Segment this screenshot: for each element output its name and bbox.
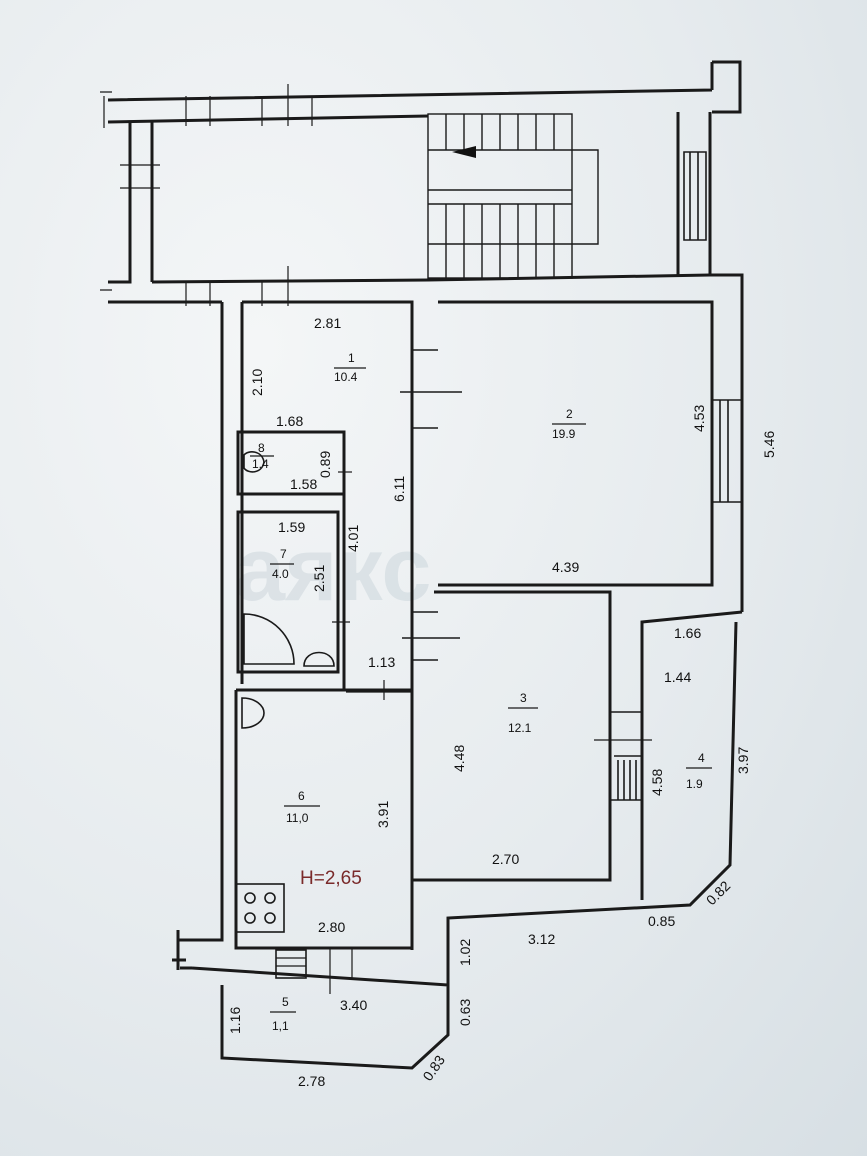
dim-r6-bottom: 2.80 <box>318 919 345 935</box>
dim-corridor-401: 4.01 <box>345 525 361 552</box>
dim-r2-side: 4.53 <box>691 405 707 432</box>
dim-r5-top: 3.40 <box>340 997 367 1013</box>
room-6-area: 11,0 <box>286 811 309 825</box>
dim-r2-bottom: 4.39 <box>552 559 579 575</box>
room-4-number: 4 <box>698 751 705 765</box>
dim-r1-left: 2.10 <box>249 369 265 396</box>
dim-r1-8-width: 1.68 <box>276 413 303 429</box>
dim-r3-side: 4.48 <box>451 745 467 772</box>
stair-flight <box>427 113 599 279</box>
watermark: аякс <box>235 520 431 620</box>
dim-corridor-611: 6.11 <box>391 476 407 502</box>
dim-corridor-113: 1.13 <box>368 654 395 670</box>
dim-r5-bottom: 2.78 <box>298 1073 325 1089</box>
dim-r4-top: 1.66 <box>674 625 701 641</box>
room-7-bath <box>236 510 350 674</box>
openings <box>346 349 743 801</box>
dim-r5-left: 1.16 <box>227 1007 243 1034</box>
room-5-number: 5 <box>282 995 289 1009</box>
stairwell <box>100 60 744 612</box>
dim-r5-right: 0.63 <box>457 999 473 1026</box>
room-1-number: 1 <box>348 351 355 365</box>
room-2-area: 19.9 <box>552 427 576 441</box>
room-2-number: 2 <box>566 407 573 421</box>
dim-r8-bottom: 1.58 <box>290 476 317 492</box>
room-3-area: 12.1 <box>508 721 532 735</box>
room-labels: 1 10.4 2 19.9 3 12.1 4 1.9 5 1,1 6 11,0 … <box>250 351 712 1033</box>
dim-r3-bottom: 2.70 <box>492 851 519 867</box>
room-5-area: 1,1 <box>272 1019 289 1033</box>
dim-r6-side: 3.91 <box>375 801 391 828</box>
dim-r8-side: 0.89 <box>317 451 333 478</box>
room-3-number: 3 <box>520 691 527 705</box>
ceiling-height: H=2,65 <box>300 868 362 889</box>
room-7-area: 4.0 <box>272 567 289 581</box>
dim-r7-side: 2.51 <box>311 565 327 592</box>
dim-bottom-082: 0.82 <box>703 877 734 908</box>
room-4-area: 1.9 <box>686 777 703 791</box>
room-1-area: 10.4 <box>334 370 358 384</box>
dim-bottom-312: 3.12 <box>528 931 555 947</box>
room-8-area: 1.4 <box>252 457 269 471</box>
room-8-number: 8 <box>258 441 265 455</box>
dim-r4-inner: 1.44 <box>664 669 691 685</box>
room-6-number: 6 <box>298 789 305 803</box>
dim-r1-top: 2.81 <box>314 315 341 331</box>
dim-bottom-085: 0.85 <box>648 913 675 929</box>
dim-outer-right: 5.46 <box>761 431 777 458</box>
room-8-toilet <box>236 430 352 496</box>
dim-r7-top: 1.59 <box>278 519 305 535</box>
dim-r4-side: 4.58 <box>649 769 665 796</box>
room-6-fixtures <box>235 697 353 994</box>
dim-r4-outer: 3.97 <box>735 747 751 774</box>
room-7-number: 7 <box>280 547 287 561</box>
dim-bottom-102: 1.02 <box>457 939 473 966</box>
